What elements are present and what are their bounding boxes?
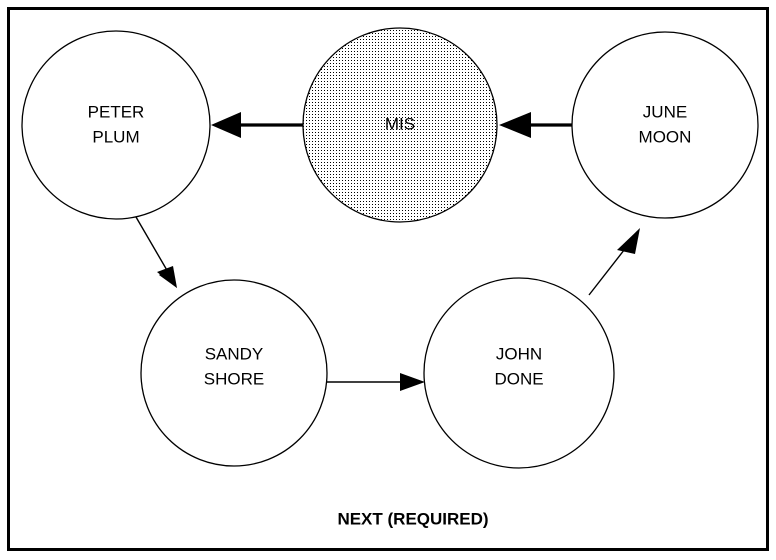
- edge-june-moon-to-mis: [499, 112, 572, 138]
- node-label-john-done-line1: JOHN: [496, 344, 542, 363]
- node-circle-john-done[interactable]: [423, 277, 615, 469]
- edge-mis-to-peter-plum: [211, 112, 303, 138]
- edge-john-done-to-june-moon: [588, 228, 640, 296]
- node-sandy-shore[interactable]: SANDY SHORE: [140, 279, 328, 467]
- node-label-mis-line1: MIS: [385, 114, 415, 133]
- edge-sandy-shore-to-john-done: [327, 373, 425, 391]
- arrowhead-icon: [400, 373, 425, 391]
- arrowhead-icon: [211, 112, 241, 138]
- edge-peter-plum-to-sandy-shore: [135, 216, 177, 288]
- node-circle-sandy-shore[interactable]: [140, 279, 328, 467]
- node-label-peter-plum-line2: PLUM: [92, 127, 139, 146]
- node-john-done[interactable]: JOHN DONE: [423, 277, 615, 469]
- arrowhead-icon: [617, 228, 640, 254]
- node-label-john-done-line2: DONE: [494, 369, 543, 388]
- node-circle-mis[interactable]: [302, 27, 498, 223]
- node-label-sandy-shore-line1: SANDY: [205, 344, 264, 363]
- node-june-moon[interactable]: JUNE MOON: [571, 31, 759, 219]
- node-peter-plum[interactable]: PETER PLUM: [21, 30, 211, 220]
- node-circle-june-moon[interactable]: [571, 31, 759, 219]
- node-label-june-moon-line1: JUNE: [643, 102, 687, 121]
- edge-line: [135, 216, 169, 273]
- node-label-sandy-shore-line2: SHORE: [204, 369, 264, 388]
- diagram-frame: [7, 7, 769, 551]
- node-label-peter-plum-line1: PETER: [88, 102, 145, 121]
- edge-line: [588, 244, 629, 296]
- arrowhead-icon: [499, 112, 531, 138]
- diagram-caption: NEXT (REQUIRED): [337, 509, 488, 528]
- node-label-june-moon-line2: MOON: [639, 127, 692, 146]
- node-circle-peter-plum[interactable]: [21, 30, 211, 220]
- node-mis[interactable]: MIS: [302, 27, 498, 223]
- arrowhead-icon-fill: [157, 266, 177, 288]
